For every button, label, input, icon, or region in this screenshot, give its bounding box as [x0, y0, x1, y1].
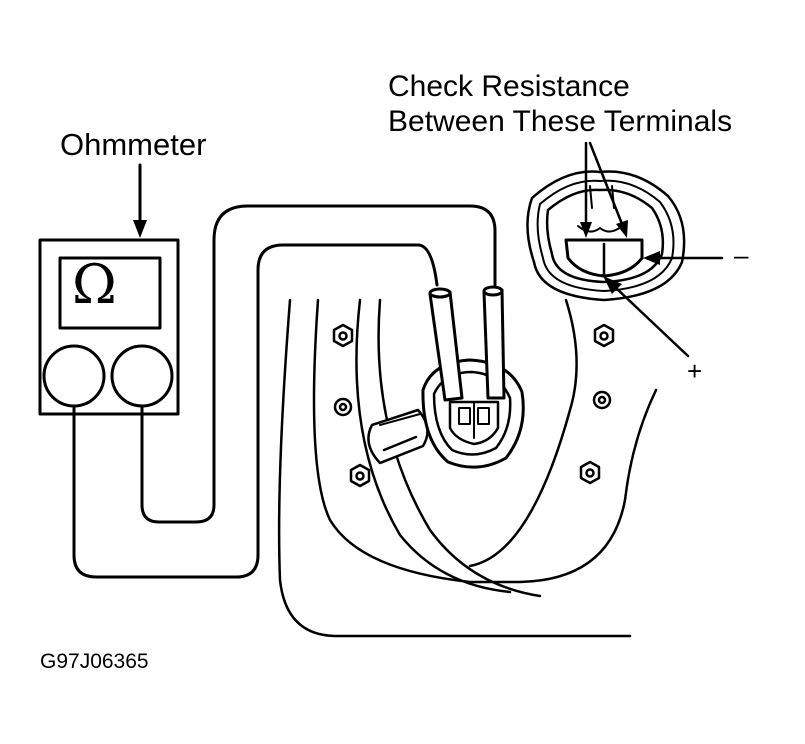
- instruction-line-1: Check Resistance: [388, 70, 630, 103]
- stud-2: [592, 390, 612, 410]
- instruction-line-2: Between These Terminals: [388, 105, 733, 138]
- ohmmeter-icon: [38, 238, 180, 416]
- bolt-icon: [332, 323, 615, 488]
- ohm-symbol: Ω: [72, 253, 117, 316]
- strap-clamp: [367, 408, 429, 465]
- bolt-4: [579, 460, 601, 485]
- lead-right: [140, 204, 497, 524]
- figure-code: G97J06365: [40, 650, 149, 673]
- bolt-3: [349, 463, 371, 488]
- minus-terminal-arrow: [643, 251, 724, 265]
- lead-left: [72, 243, 439, 579]
- probe-icon: [428, 285, 506, 402]
- plus-terminal-arrow: [603, 276, 690, 358]
- terminal-pointer-arrows: [580, 141, 628, 238]
- minus-label: –: [734, 240, 749, 270]
- bolt-2: [593, 323, 615, 348]
- connector-closeup: [526, 170, 686, 302]
- connector-icon: [421, 358, 525, 469]
- test-leads: [72, 204, 497, 579]
- meter-terminal-left: [42, 344, 106, 408]
- stud-1: [333, 397, 353, 417]
- bolt-1: [332, 323, 354, 348]
- ohmmeter-label: Ohmmeter: [60, 127, 207, 162]
- plus-label: +: [687, 356, 703, 386]
- ohmmeter-pointer-arrow: [133, 163, 147, 238]
- vehicle-panel: [277, 298, 658, 638]
- meter-terminal-right: [110, 344, 174, 408]
